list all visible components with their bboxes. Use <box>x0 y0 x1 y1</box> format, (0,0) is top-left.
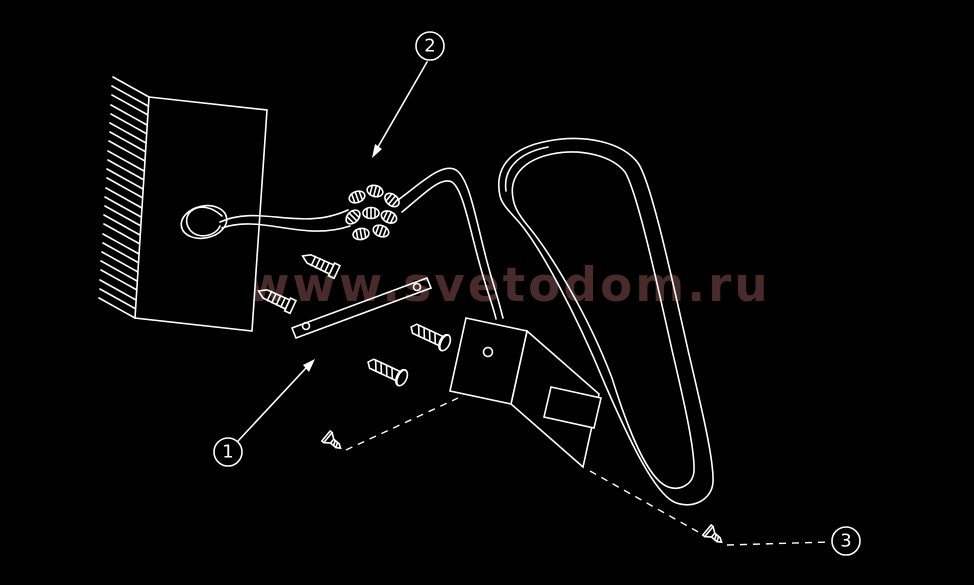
dash-line-box-to-screw3 <box>589 470 701 534</box>
callout-1: 1 <box>213 359 315 467</box>
callout-2-arrow-line <box>377 61 428 148</box>
callout-3-number: 3 <box>840 531 851 552</box>
fixture-cable <box>397 167 504 320</box>
box-tab <box>543 386 602 429</box>
wire-loop <box>185 206 223 237</box>
box-front-face <box>449 317 528 405</box>
bar-hole-right <box>412 282 422 292</box>
bar-hole-left <box>301 321 311 331</box>
callout-2-number: 2 <box>424 36 435 57</box>
cable-hole <box>180 204 228 240</box>
wall-section <box>98 76 268 332</box>
callout-2-arrowhead <box>372 144 382 158</box>
wires <box>185 206 351 237</box>
mounting-screw <box>406 318 454 354</box>
fixing-screw <box>702 524 727 548</box>
dash-line-screw-to-box <box>345 397 459 451</box>
callout-2-circle <box>415 31 445 61</box>
lamp-inner-outline <box>511 151 695 489</box>
small-screw <box>321 430 346 454</box>
wall-anchor <box>298 248 341 280</box>
wire-strand-2 <box>221 223 351 232</box>
box-screw-hole <box>482 346 494 358</box>
wire-connector <box>378 207 400 227</box>
mounting-screws <box>363 318 454 389</box>
dash-line-screw3-to-callout <box>726 541 831 546</box>
wire-strand-1 <box>219 209 349 223</box>
lamp-rim-accent <box>504 146 549 192</box>
wall-anchor <box>254 283 297 315</box>
mounting-screw <box>363 353 411 389</box>
small-screw <box>702 524 727 548</box>
lamp-outer-outline <box>498 137 714 506</box>
callout-1-circle <box>213 437 243 467</box>
wall-hatching <box>98 76 150 319</box>
callout-1-arrow-line <box>237 367 307 442</box>
wire-connector <box>370 222 392 240</box>
wire-connector <box>346 188 368 206</box>
mounting-bar-outline <box>290 276 433 340</box>
mounting-box <box>449 317 602 469</box>
cable-line-2 <box>401 180 497 320</box>
wire-connector <box>365 182 385 200</box>
callout-1-number: 1 <box>222 442 233 463</box>
wire-connector <box>351 226 371 242</box>
wire-connector <box>362 206 380 220</box>
mounting-bar <box>290 276 433 340</box>
wall-panel <box>134 96 268 332</box>
wire-connectors <box>342 182 403 242</box>
callout-3: 3 <box>831 526 861 556</box>
wall-anchors <box>254 248 341 315</box>
callout-1-arrowhead <box>303 359 315 372</box>
lamp-shade <box>498 137 714 506</box>
alignment-dashes <box>345 397 831 546</box>
cable-line-1 <box>397 167 504 319</box>
callout-2: 2 <box>372 31 445 158</box>
locking-screw <box>321 430 346 454</box>
callout-3-circle <box>831 526 861 556</box>
